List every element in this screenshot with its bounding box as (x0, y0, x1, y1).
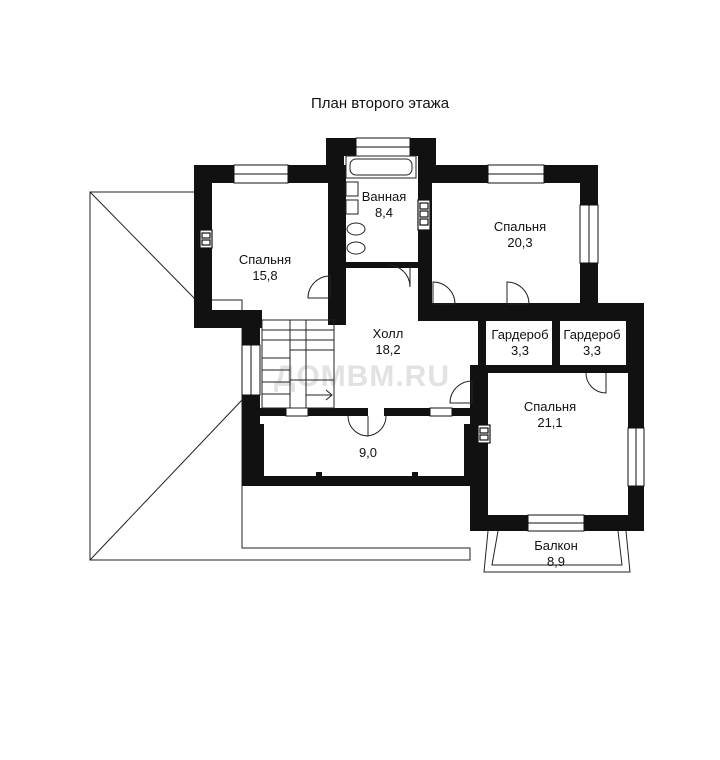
room-area-terrace: 9,0 (359, 445, 377, 460)
room-area-bedroom-2: 20,3 (507, 235, 532, 250)
room-area-balcony: 8,9 (547, 554, 565, 569)
room-name-bedroom-3: Спальня (524, 399, 576, 414)
room-area-wardrobe-2: 3,3 (583, 343, 601, 358)
room-area-wardrobe-1: 3,3 (511, 343, 529, 358)
fixtures (261, 155, 631, 573)
room-area-hall: 18,2 (375, 342, 400, 357)
room-name-hall: Холл (373, 326, 404, 341)
room-area-bedroom-3: 21,1 (537, 415, 562, 430)
room-area-bedroom-1: 15,8 (252, 268, 277, 283)
room-name-bedroom-1: Спальня (239, 252, 291, 267)
room-name-wardrobe-2: Гардероб (563, 327, 620, 342)
plan-title: План второго этажа (311, 95, 450, 112)
room-labels: Спальня 15,8 Ванная 8,4 Спальня 20,3 Хол… (239, 189, 621, 569)
room-area-bathroom: 8,4 (375, 205, 393, 220)
room-name-bedroom-2: Спальня (494, 219, 546, 234)
watermark: ДОМВМ.RU (274, 360, 450, 393)
windows (233, 137, 645, 532)
vents (199, 199, 491, 444)
room-name-balcony: Балкон (534, 538, 578, 553)
room-name-bathroom: Ванная (362, 189, 407, 204)
room-name-wardrobe-1: Гардероб (491, 327, 548, 342)
